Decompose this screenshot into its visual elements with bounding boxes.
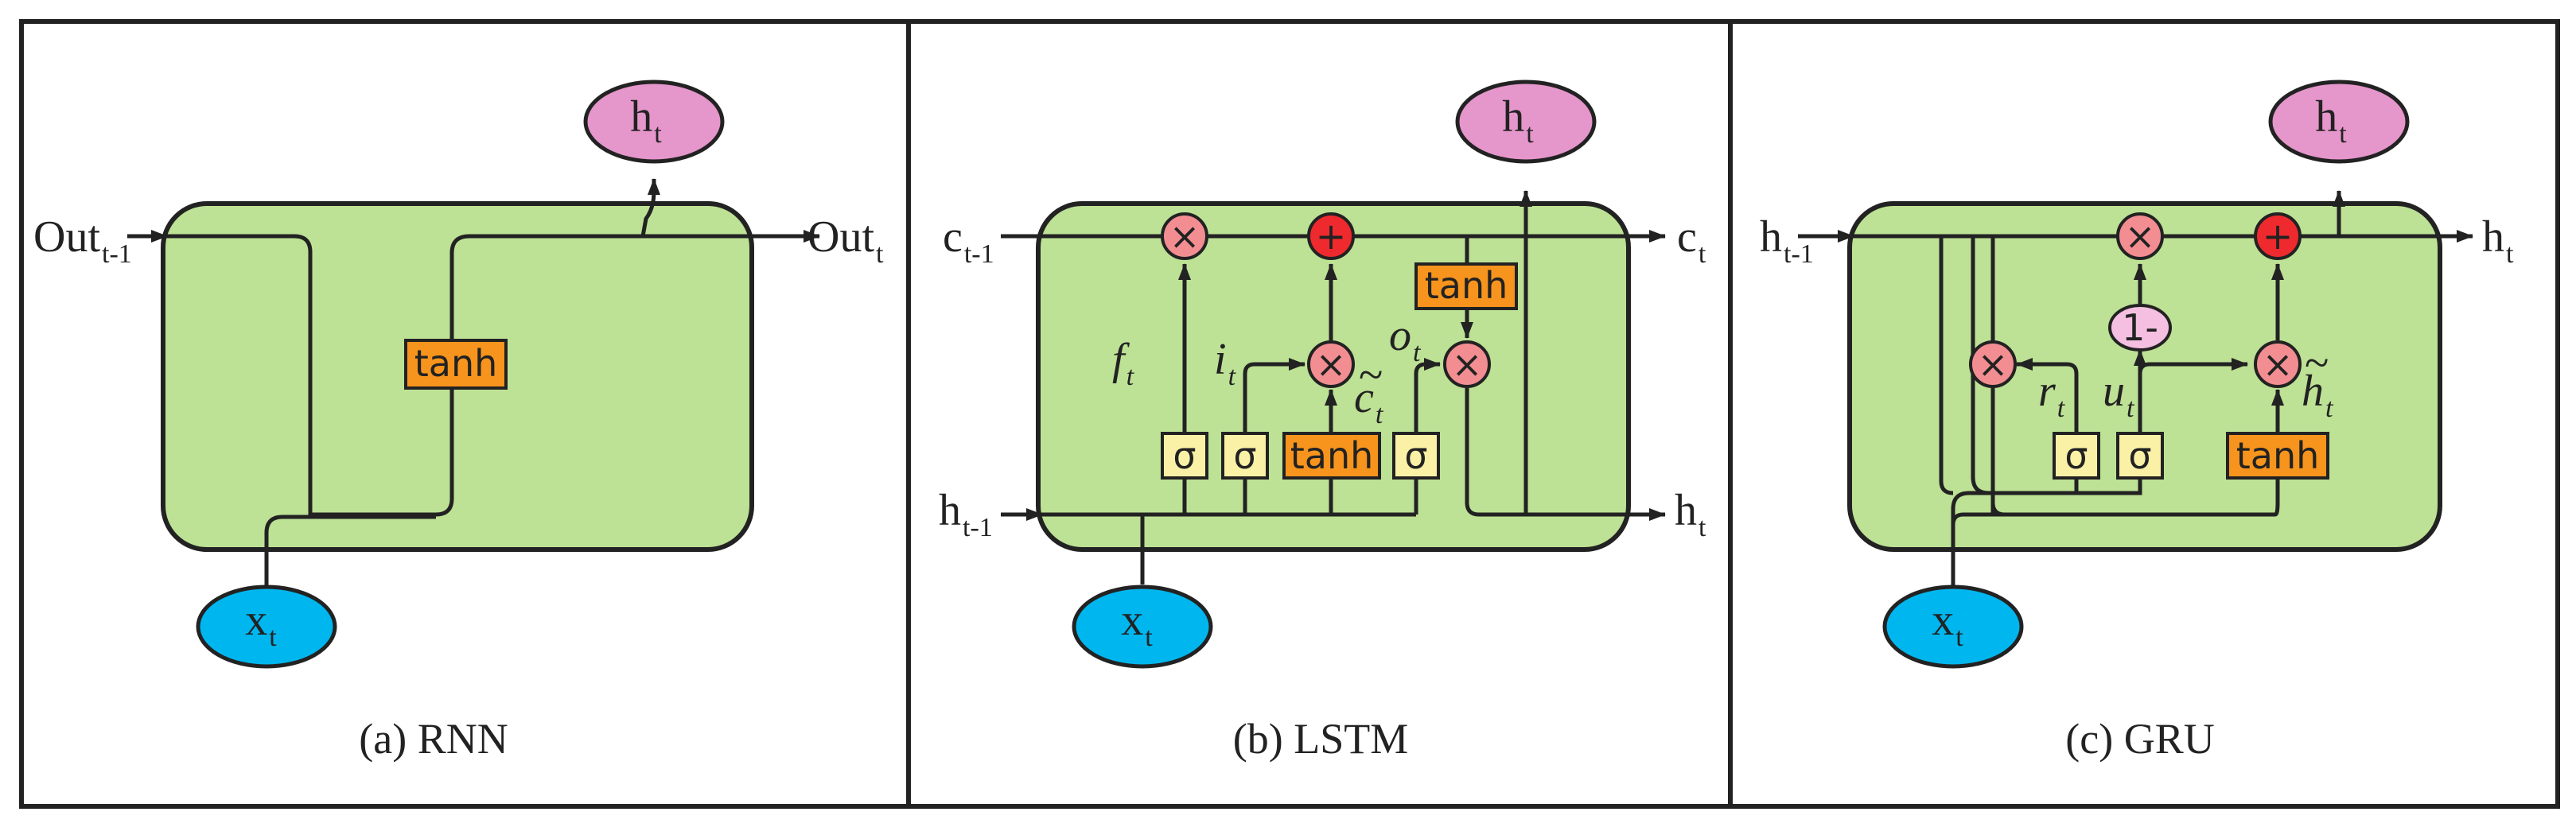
gru-candidate-multiply bbox=[2254, 340, 2302, 388]
gru-h-label: ht bbox=[2315, 92, 2347, 149]
lstm-add bbox=[1307, 212, 1355, 260]
gru-candidate-multiply-sign: × bbox=[2263, 343, 2294, 386]
lstm-i-label: it bbox=[1214, 335, 1237, 391]
rnn-prev-output-wire bbox=[127, 234, 454, 517]
gru-x-node bbox=[1882, 584, 2024, 669]
gru-h-tilde-label: ht bbox=[2302, 367, 2334, 423]
gru-update-multiply bbox=[2116, 212, 2164, 260]
rnn-h-label: ht bbox=[630, 92, 662, 149]
gru-h-out-label: ht bbox=[2482, 212, 2514, 269]
gru-one-minus bbox=[2108, 304, 2172, 351]
lstm-forget-gate-label: σ bbox=[1173, 434, 1196, 477]
lstm-candidate-tanh bbox=[1282, 432, 1381, 480]
gru-candidate-tanh-label: tanh bbox=[2236, 434, 2320, 477]
gru-r-wire bbox=[2016, 358, 2079, 433]
gru-u-to-mul bbox=[2138, 358, 2248, 375]
rnn-caption: (a) RNN bbox=[359, 715, 508, 763]
rnn-input-wire bbox=[264, 515, 436, 551]
lstm-x-node bbox=[1072, 584, 1213, 669]
panel-lstm: × + × × σ σ tanh σ tanh ft it ~ ct ot ht… bbox=[939, 80, 1706, 763]
lstm-c-out-label: ct bbox=[1677, 212, 1706, 269]
lstm-output-multiply-sign: × bbox=[1452, 343, 1483, 386]
lstm-input-gate-label: σ bbox=[1233, 434, 1256, 477]
lstm-i-wire bbox=[1243, 358, 1306, 433]
lstm-forget-gate bbox=[1161, 432, 1208, 480]
gru-one-minus-label: 1- bbox=[2122, 306, 2158, 349]
panel-rnn: tanh ht xt Outt-1 Outt (a) RNN bbox=[33, 80, 884, 763]
rnn-out-label: Outt bbox=[807, 212, 884, 269]
lstm-output-gate-label: σ bbox=[1404, 434, 1427, 477]
gru-update-gate bbox=[2116, 432, 2164, 480]
lstm-state-tanh bbox=[1414, 262, 1518, 310]
gru-x-bus2 bbox=[1951, 491, 2140, 510]
gru-tilde-mark: ~ bbox=[2305, 339, 2329, 388]
panel-frame-gru bbox=[1728, 19, 2560, 809]
rnn-hidden-wire bbox=[640, 178, 660, 237]
lstm-hidden-out-wire bbox=[1465, 388, 1666, 521]
gru-h-branch-1 bbox=[1939, 236, 1954, 495]
lstm-forget-multiply-sign: × bbox=[1169, 215, 1200, 258]
gru-reset-multiply-sign: × bbox=[1978, 343, 2009, 386]
gru-add bbox=[2254, 212, 2302, 260]
gru-update-gate-label: σ bbox=[2128, 434, 2151, 477]
lstm-output-multiply bbox=[1443, 340, 1491, 388]
lstm-candidate-tanh-label: tanh bbox=[1290, 434, 1374, 477]
lstm-input-multiply bbox=[1307, 340, 1355, 388]
lstm-x-label: xt bbox=[1121, 596, 1153, 652]
lstm-add-sign: + bbox=[1316, 215, 1347, 258]
lstm-caption: (b) LSTM bbox=[1233, 715, 1408, 763]
gru-r-label: rt bbox=[2038, 367, 2066, 423]
gru-u-label: ut bbox=[2103, 367, 2135, 423]
rnn-tanh-label: tanh bbox=[414, 342, 498, 385]
gru-reset-gate bbox=[2053, 432, 2100, 480]
rnn-output-wire bbox=[449, 230, 820, 340]
lstm-input-multiply-sign: × bbox=[1316, 343, 1347, 386]
panel-gru: × + × × 1- σ σ tanh rt ut ~ ht ht xt ht-… bbox=[1760, 80, 2514, 763]
lstm-c-prev-label: ct-1 bbox=[943, 212, 994, 269]
rnn-h-node bbox=[583, 80, 725, 164]
lstm-c-tilde-label: ct bbox=[1354, 373, 1384, 429]
lstm-forget-multiply bbox=[1161, 212, 1208, 260]
gru-add-sign: + bbox=[2263, 215, 2294, 258]
lstm-input-gate bbox=[1221, 432, 1269, 480]
lstm-h-label: ht bbox=[1502, 92, 1534, 149]
rnn-tanh-box bbox=[404, 339, 508, 390]
gru-candidate-tanh bbox=[2226, 432, 2329, 480]
lstm-h-node bbox=[1455, 80, 1597, 164]
gru-reset-gate-label: σ bbox=[2064, 434, 2088, 477]
lstm-tilde-mark: ~ bbox=[1359, 351, 1383, 400]
lstm-o-wire bbox=[1414, 358, 1441, 375]
rnn-out-prev-label: Outt-1 bbox=[33, 212, 132, 269]
lstm-state-tanh-label: tanh bbox=[1425, 264, 1508, 307]
lstm-h-out-label: ht bbox=[1675, 486, 1706, 542]
lstm-h-prev-label: ht-1 bbox=[939, 486, 993, 542]
rnn-x-label: xt bbox=[245, 596, 277, 652]
gru-x-bus bbox=[1951, 477, 2280, 526]
lstm-o-label: ot bbox=[1389, 311, 1422, 367]
gru-update-multiply-sign: × bbox=[2125, 215, 2156, 258]
gru-reset-multiply bbox=[1969, 340, 2017, 388]
gru-h-prev-label: ht-1 bbox=[1760, 212, 1814, 269]
lstm-output-gate bbox=[1392, 432, 1440, 480]
gru-h-node bbox=[2268, 80, 2410, 164]
gru-x-label: xt bbox=[1932, 596, 1963, 652]
gru-caption: (c) GRU bbox=[2065, 715, 2214, 763]
